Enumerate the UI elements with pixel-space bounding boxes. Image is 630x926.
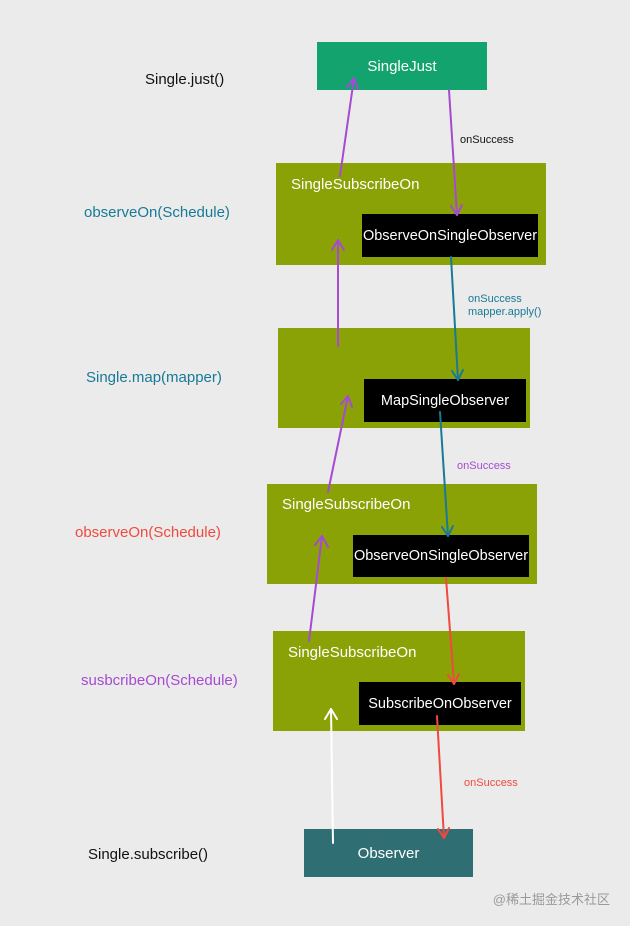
observe-on-single-observer-1: ObserveOnSingleObserver — [362, 214, 538, 257]
label-subscribe-on: susbcribeOn(Schedule) — [81, 672, 238, 689]
label-observe-on-1: observeOn(Schedule) — [84, 204, 230, 221]
arrow-subscribe-box1-to-single-just — [339, 77, 359, 177]
edge-label-mapper-apply: mapper.apply() — [468, 306, 542, 318]
edge-label-on-success-3: onSuccess — [457, 460, 511, 472]
observe-on-single-observer-2: ObserveOnSingleObserver — [353, 535, 529, 577]
arrow-on-success-box3-to-box4 — [445, 577, 460, 685]
single-just-box: SingleJust — [317, 42, 487, 90]
arrow-subscribe-box3-to-box2 — [327, 395, 353, 493]
box4-title: SingleSubscribeOn — [288, 644, 417, 661]
arrow-subscribe-box4-to-box3 — [308, 535, 329, 642]
label-map: Single.map(mapper) — [86, 369, 222, 386]
arrow-on-success-box4-to-observer — [436, 715, 450, 839]
watermark: @稀土掘金技术社区 — [492, 892, 610, 907]
label-subscribe: Single.subscribe() — [88, 846, 209, 863]
observer-label: Observer — [357, 844, 420, 862]
edge-label-on-success-4: onSuccess — [464, 777, 518, 789]
arrow-on-success-box1-to-map — [450, 256, 464, 381]
arrow-on-success-map-to-box3 — [439, 411, 454, 537]
edge-label-on-success-2: onSuccess — [468, 293, 522, 305]
box3-title: SingleSubscribeOn — [282, 496, 411, 513]
map-single-observer: MapSingleObserver — [364, 379, 526, 422]
subscribe-on-observer: SubscribeOnObserver — [359, 682, 521, 725]
box1-title: SingleSubscribeOn — [291, 176, 420, 193]
arrow-subscribe-box2-to-box1 — [331, 239, 345, 347]
arrow-subscribe-observer-to-box4 — [324, 708, 338, 844]
edge-label-on-success-1: onSuccess — [460, 134, 514, 146]
label-single-just: Single.just() — [145, 71, 225, 88]
label-observe-on-2: observeOn(Schedule) — [75, 524, 221, 541]
arrow-on-success-just-to-box1 — [448, 89, 463, 216]
single-just-label: SingleJust — [367, 57, 437, 75]
